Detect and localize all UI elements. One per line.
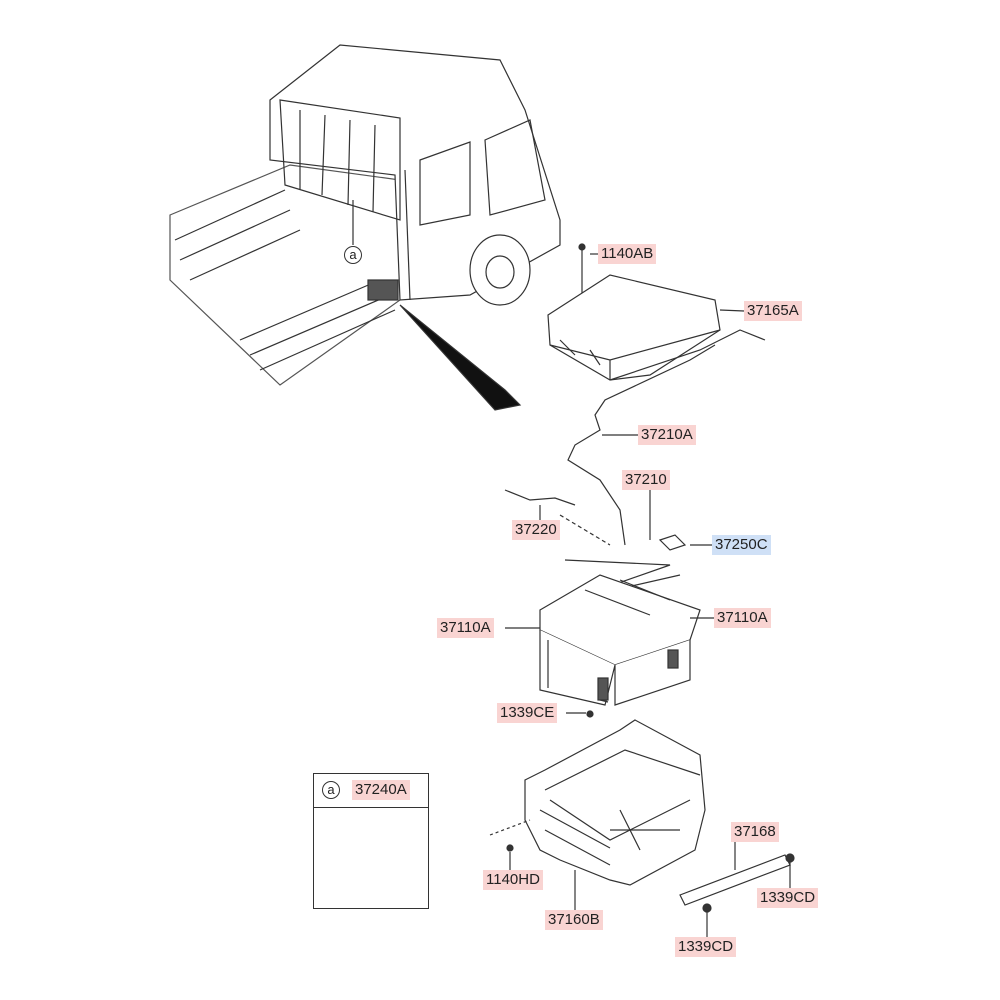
part-label-37165A[interactable]: 37165A [744, 301, 802, 321]
cable-drawing [504, 329, 766, 551]
part-label-37110A-left[interactable]: 37110A [437, 618, 494, 638]
part-label-1339CD-right[interactable]: 1339CD [757, 888, 819, 908]
battery-drawing [505, 559, 714, 706]
battery-location-marker [367, 279, 399, 301]
tray-drawing [489, 710, 706, 910]
part-label-1140AB[interactable]: 1140AB [598, 244, 657, 264]
inset-header: a [314, 774, 428, 808]
callout-marker-a: a [344, 246, 362, 264]
part-label-37210A[interactable]: 37210A [638, 425, 696, 445]
part-label-1339CE[interactable]: 1339CE [497, 703, 558, 723]
part-label-37240A[interactable]: 37240A [352, 780, 410, 800]
callout-pointer [399, 304, 522, 411]
part-label-37210[interactable]: 37210 [622, 470, 670, 490]
part-label-37160B[interactable]: 37160B [545, 910, 603, 930]
bracket-drawing [679, 842, 795, 937]
part-label-37168[interactable]: 37168 [731, 822, 779, 842]
part-label-1140HD[interactable]: 1140HD [483, 870, 543, 890]
part-label-1339CD-bottom[interactable]: 1339CD [675, 937, 737, 957]
inset-marker-a: a [322, 781, 340, 799]
part-label-37220[interactable]: 37220 [512, 520, 560, 540]
part-label-37250C[interactable]: 37250C [712, 535, 771, 555]
part-label-37110A-right[interactable]: 37110A [714, 608, 771, 628]
truck-illustration [169, 44, 561, 411]
battery-cover-drawing [547, 274, 745, 381]
